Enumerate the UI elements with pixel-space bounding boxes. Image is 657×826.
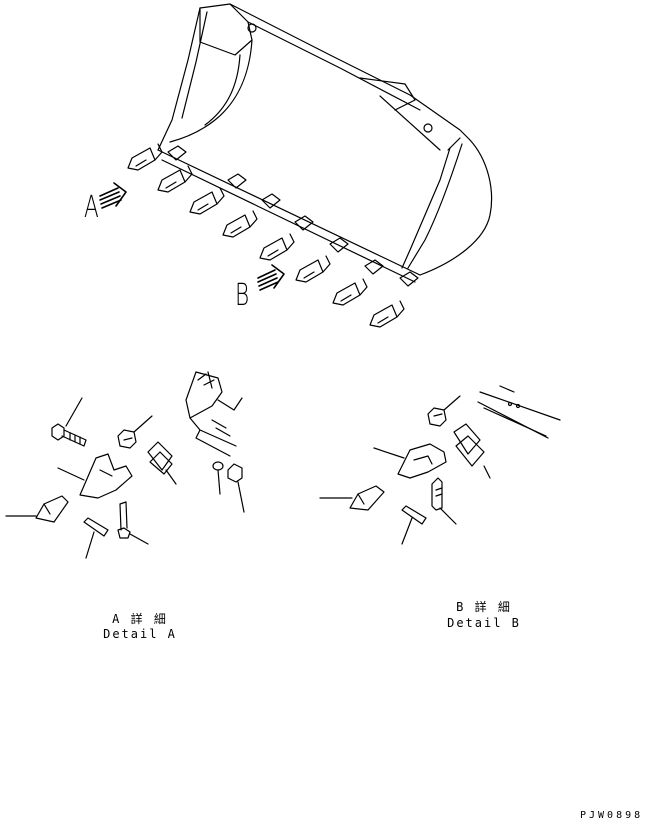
bucket-teeth <box>127 143 419 328</box>
view-label-a: A <box>84 190 99 225</box>
nut-icon <box>427 395 461 427</box>
pin-icon <box>401 505 427 545</box>
detail-b-parts <box>319 385 561 545</box>
plow-bolt-icon <box>431 477 457 525</box>
washer-icon <box>212 461 224 495</box>
drawing-number: PJW0898 <box>580 810 644 821</box>
view-arrow-b-icon <box>257 264 285 291</box>
view-arrow-a-icon <box>99 182 127 209</box>
bucket-corner-fragment <box>185 371 243 457</box>
detail-b-title-jp: B 詳 細 <box>456 600 512 614</box>
cutting-edge-icon <box>477 385 561 439</box>
adapter-icon <box>57 453 133 499</box>
shim-icon <box>453 423 491 479</box>
pin-icon <box>83 517 109 559</box>
bucket-assembly <box>157 3 493 283</box>
shim-icon <box>147 441 177 485</box>
tooth-icon <box>319 485 385 511</box>
view-label-b: B <box>235 278 250 313</box>
detail-a-title-jp: A 詳 細 <box>112 612 168 626</box>
lock-nut-icon <box>227 463 245 513</box>
detail-a-title-en: Detail A <box>103 627 177 641</box>
detail-a-parts <box>5 371 245 559</box>
plow-bolt-icon <box>117 501 149 545</box>
tooth-icon <box>5 495 69 523</box>
detail-b-title-en: Detail B <box>447 616 521 630</box>
bolt-icon <box>51 397 87 447</box>
nut-icon <box>117 415 153 449</box>
adapter-icon <box>373 443 447 479</box>
